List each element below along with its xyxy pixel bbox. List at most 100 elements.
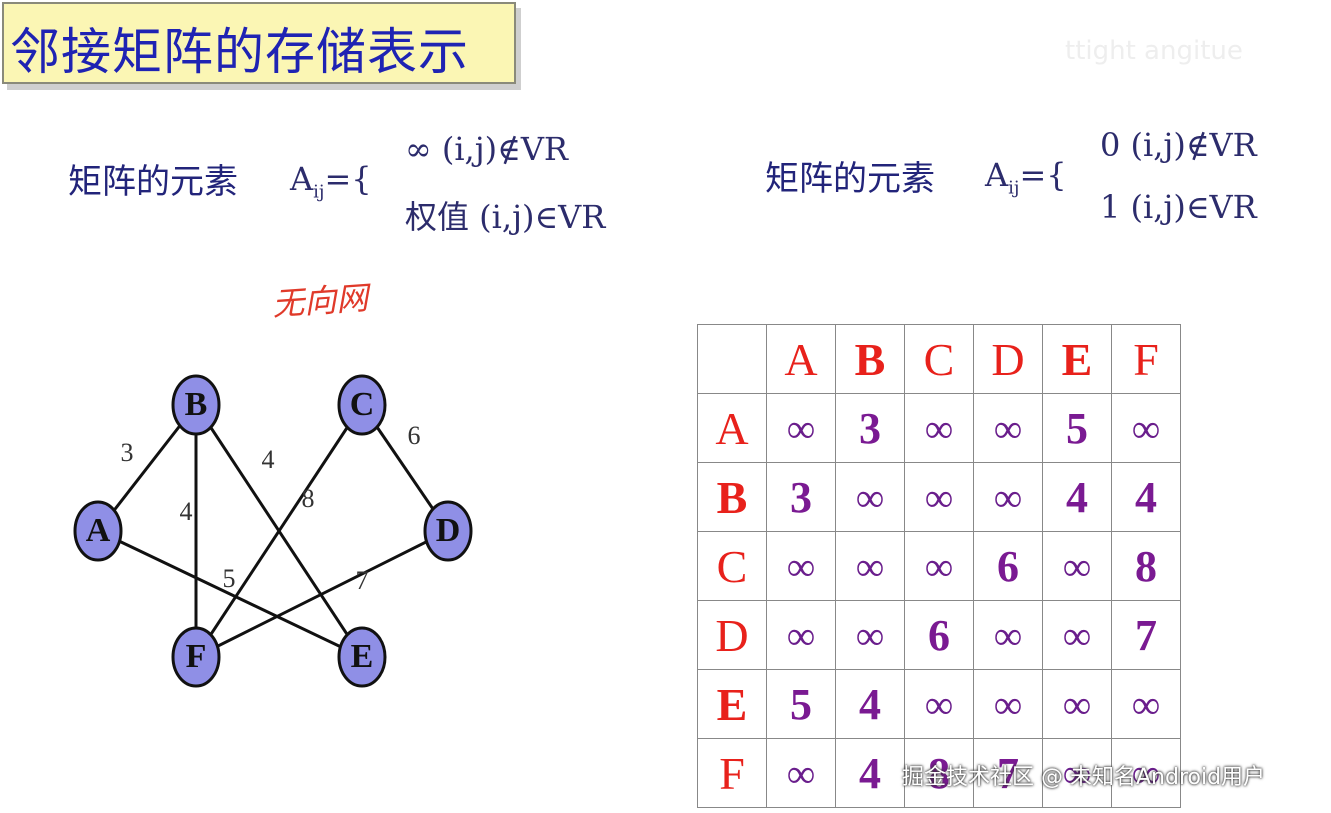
matrix-cell-B-B: ∞ bbox=[835, 462, 905, 532]
formula-right-aij: Aij={ bbox=[985, 156, 1067, 199]
node-B: B bbox=[171, 374, 221, 436]
matrix-cell-E-B: 4 bbox=[835, 669, 905, 739]
edge-weight-A-B: 3 bbox=[121, 438, 134, 467]
matrix-cell-B-F: 4 bbox=[1111, 462, 1181, 532]
matrix-cell-B-A: 3 bbox=[766, 462, 836, 532]
title-box: 邻接矩阵的存储表示 bbox=[2, 2, 516, 84]
matrix-cell-A-B: 3 bbox=[835, 393, 905, 463]
formula-left-label: 矩阵的元素 bbox=[68, 162, 238, 202]
node-F: F bbox=[171, 626, 221, 688]
matrix-row-A: A∞3∞∞5∞ bbox=[697, 393, 1181, 463]
matrix-cell-C-E: ∞ bbox=[1042, 531, 1112, 601]
matrix-row-header-B: B bbox=[697, 462, 767, 532]
matrix-cell-F-B: 4 bbox=[835, 738, 905, 808]
edge-F-D bbox=[195, 529, 449, 659]
matrix-cell-D-D: ∞ bbox=[973, 600, 1043, 670]
node-E: E bbox=[337, 626, 387, 688]
node-label-D: D bbox=[436, 512, 461, 549]
edge-weight-F-D: 7 bbox=[356, 566, 369, 595]
node-circle-C bbox=[337, 374, 387, 436]
matrix-row-header-E: E bbox=[697, 669, 767, 739]
matrix-col-header-E: E bbox=[1042, 324, 1112, 394]
matrix-cell-B-C: ∞ bbox=[904, 462, 974, 532]
node-label-C: C bbox=[350, 386, 375, 423]
matrix-cell-D-C: 6 bbox=[904, 600, 974, 670]
node-circle-A bbox=[73, 500, 123, 562]
matrix-cell-E-A: 5 bbox=[766, 669, 836, 739]
faded-header-text: ttight angitue bbox=[1065, 36, 1243, 66]
formula-right-label: 矩阵的元素 bbox=[765, 159, 935, 199]
matrix-cell-E-F: ∞ bbox=[1111, 669, 1181, 739]
node-A: A bbox=[73, 500, 123, 562]
matrix-row-header-C: C bbox=[697, 531, 767, 601]
node-label-A: A bbox=[86, 512, 111, 549]
edge-weight-B-F: 4 bbox=[180, 497, 193, 526]
page-title: 邻接矩阵的存储表示 bbox=[10, 23, 469, 81]
edge-C-F bbox=[194, 404, 364, 658]
watermark: 掘金技术社区 @ 未知名Android用户 bbox=[902, 765, 1266, 790]
node-C: C bbox=[337, 374, 387, 436]
matrix-cell-D-A: ∞ bbox=[766, 600, 836, 670]
matrix-row-C: C∞∞∞6∞8 bbox=[697, 531, 1181, 601]
matrix-cell-E-C: ∞ bbox=[904, 669, 974, 739]
matrix-cell-A-C: ∞ bbox=[904, 393, 974, 463]
matrix-cell-A-A: ∞ bbox=[766, 393, 836, 463]
matrix-cell-C-A: ∞ bbox=[766, 531, 836, 601]
edge-weight-C-D: 6 bbox=[408, 421, 421, 450]
matrix-row-header-F: F bbox=[697, 738, 767, 808]
formula-right-case1: 0 (i,j)∉VR bbox=[1100, 126, 1257, 164]
matrix-cell-A-F: ∞ bbox=[1111, 393, 1181, 463]
node-circle-B bbox=[171, 374, 221, 436]
nodes-layer: A B C D E F bbox=[73, 374, 473, 688]
formula-left-aij: Aij={ bbox=[290, 160, 372, 203]
formula-left-case1: ∞ (i,j)∉VR bbox=[405, 130, 569, 168]
matrix-cell-B-E: 4 bbox=[1042, 462, 1112, 532]
matrix-cell-F-D: 7 bbox=[973, 738, 1043, 808]
matrix-cell-B-D: ∞ bbox=[973, 462, 1043, 532]
matrix-cell-A-D: ∞ bbox=[973, 393, 1043, 463]
matrix-col-header-F: F bbox=[1111, 324, 1181, 394]
matrix-cell-A-E: 5 bbox=[1042, 393, 1112, 463]
edge-weight-B-E: 4 bbox=[262, 445, 275, 474]
matrix-cell-D-F: 7 bbox=[1111, 600, 1181, 670]
matrix-cell-D-E: ∞ bbox=[1042, 600, 1112, 670]
matrix-col-header-D: D bbox=[973, 324, 1043, 394]
node-circle-E bbox=[337, 626, 387, 688]
matrix-cell-C-B: ∞ bbox=[835, 531, 905, 601]
matrix-cell-F-A: ∞ bbox=[766, 738, 836, 808]
node-label-F: F bbox=[186, 638, 207, 675]
node-label-E: E bbox=[351, 638, 374, 675]
matrix-col-header-B: B bbox=[835, 324, 905, 394]
node-circle-D bbox=[423, 500, 473, 562]
node-circle-F bbox=[171, 626, 221, 688]
matrix-row-header-A: A bbox=[697, 393, 767, 463]
formula-right-case2: 1 (i,j)∈VR bbox=[1100, 188, 1257, 226]
matrix-cell-D-B: ∞ bbox=[835, 600, 905, 670]
matrix-col-header-C: C bbox=[904, 324, 974, 394]
matrix-cell-E-D: ∞ bbox=[973, 669, 1043, 739]
edges-layer bbox=[96, 404, 450, 659]
matrix-cell-F-F: ∞ bbox=[1111, 738, 1181, 808]
matrix-corner-cell bbox=[697, 324, 767, 394]
matrix-cell-E-E: ∞ bbox=[1042, 669, 1112, 739]
edge-weight-A-E: 5 bbox=[223, 564, 236, 593]
edge-weight-C-F: 8 bbox=[302, 484, 315, 513]
matrix-cell-C-D: 6 bbox=[973, 531, 1043, 601]
matrix-cell-F-C: 8 bbox=[904, 738, 974, 808]
edge-A-E bbox=[97, 529, 363, 659]
matrix-cell-C-F: 8 bbox=[1111, 531, 1181, 601]
node-D: D bbox=[423, 500, 473, 562]
matrix-cell-F-E: ∞ bbox=[1042, 738, 1112, 808]
matrix-row-D: D∞∞6∞∞7 bbox=[697, 600, 1181, 670]
node-label-B: B bbox=[185, 386, 208, 423]
matrix-cell-C-C: ∞ bbox=[904, 531, 974, 601]
matrix-col-header-A: A bbox=[766, 324, 836, 394]
matrix-row-header-D: D bbox=[697, 600, 767, 670]
